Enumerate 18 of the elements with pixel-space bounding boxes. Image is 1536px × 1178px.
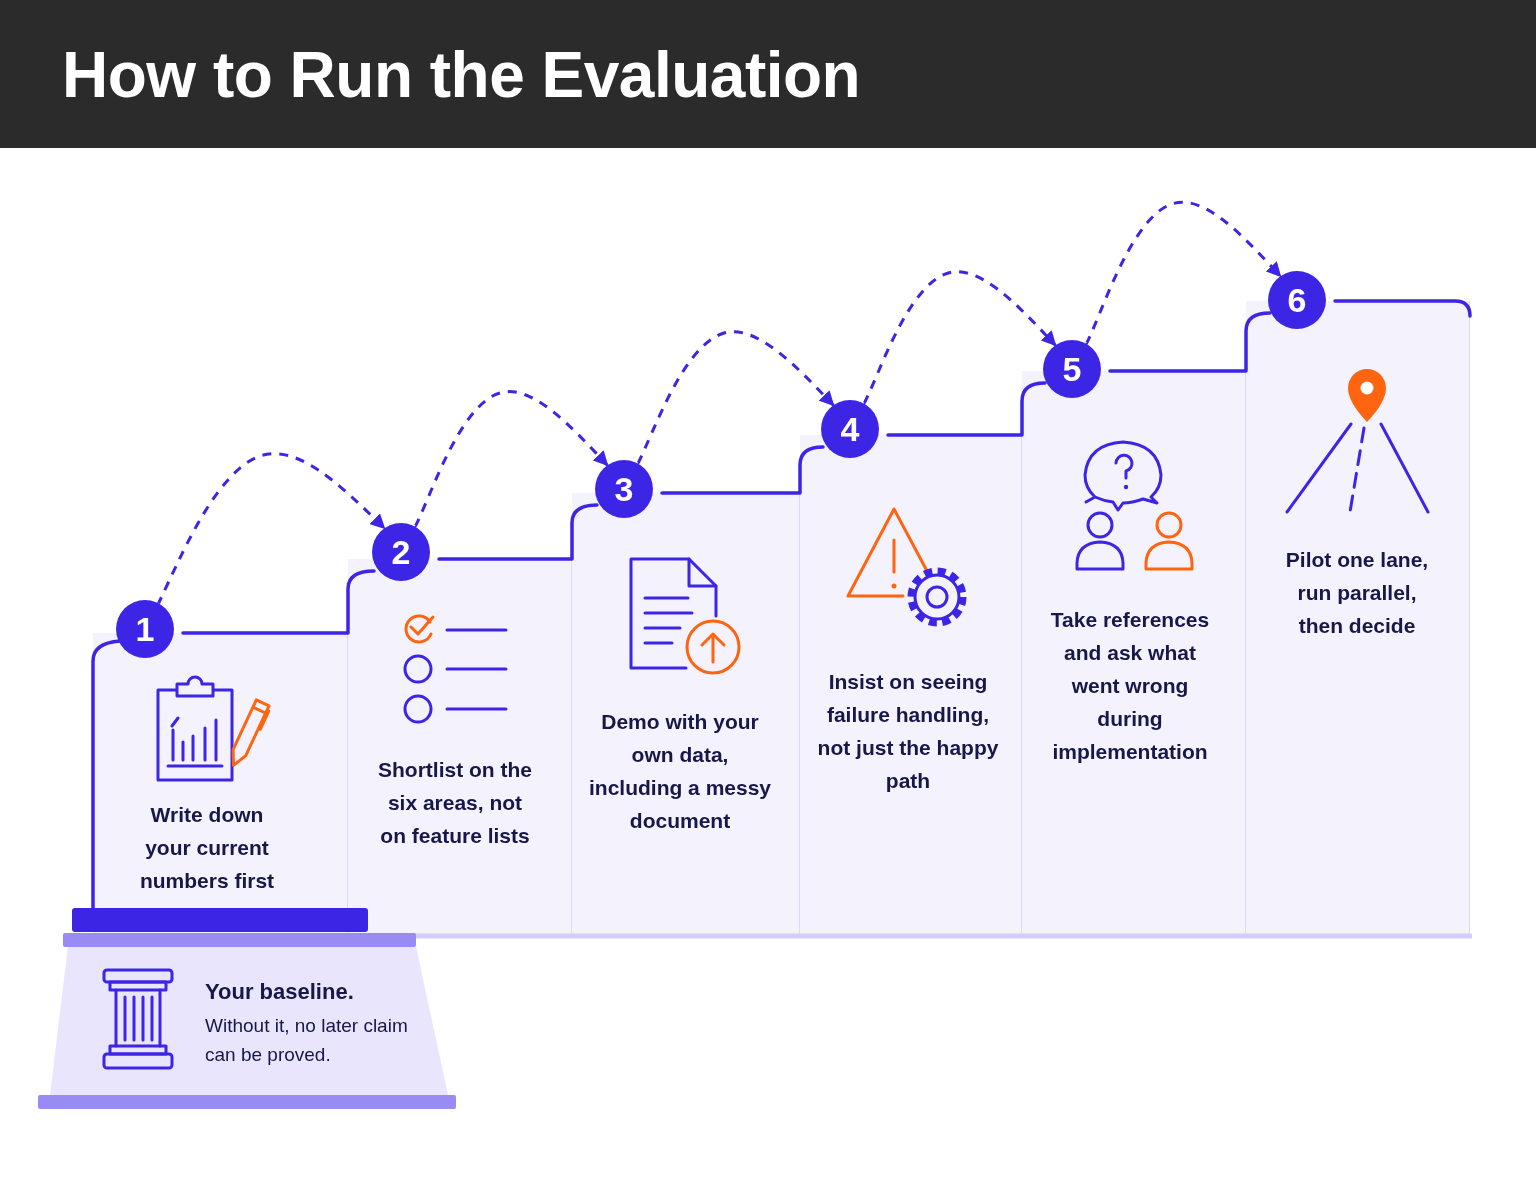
step-text: Demo with your own data, including a messy document xyxy=(587,709,773,834)
step-text: Shortlist on the six areas, not on feature lists xyxy=(377,757,533,849)
dashed-arrow xyxy=(862,270,1057,405)
step-number-badge: 4 xyxy=(821,400,879,458)
step-number-badge: 3 xyxy=(595,460,653,518)
baseline-heading: Your baseline. xyxy=(205,979,354,1005)
step-text: Pilot one lane, run parallel, then decide xyxy=(1284,547,1430,639)
dashed-arrow xyxy=(1084,200,1282,345)
step-number-badge: 1 xyxy=(116,600,174,658)
step-text: Insist on seeing failure handling, not just the happy path xyxy=(816,669,1000,794)
dashed-arrow xyxy=(157,452,386,604)
step-text: Take references and ask what went wrong during implementation xyxy=(1049,607,1211,765)
step-text: Write down your current numbers first xyxy=(138,802,276,894)
dashed-arrow xyxy=(636,330,835,465)
baseline-note: Without it, no later claim can be proved. xyxy=(205,1014,409,1067)
step-number-badge: 6 xyxy=(1268,271,1326,329)
dashed-arrow xyxy=(413,390,609,528)
title: How to Run the Evaluation xyxy=(62,38,861,112)
